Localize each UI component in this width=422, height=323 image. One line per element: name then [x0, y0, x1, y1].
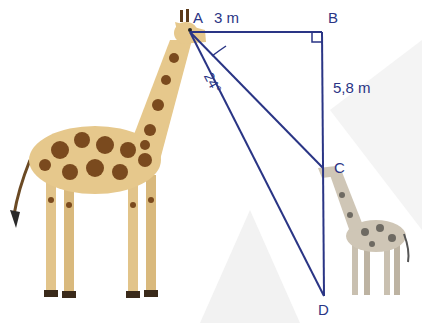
point-label: A: [193, 10, 203, 25]
point-label: B: [328, 10, 338, 25]
point-label: C: [334, 160, 345, 175]
point-label: D: [318, 302, 329, 317]
dimension-label: 3 m: [214, 10, 239, 25]
background-shape: [200, 210, 300, 323]
triangle-lines: [190, 32, 324, 296]
dimension-label: 5,8 m: [333, 80, 371, 95]
giraffe-large: [10, 9, 206, 298]
giraffe-small: [318, 166, 409, 295]
